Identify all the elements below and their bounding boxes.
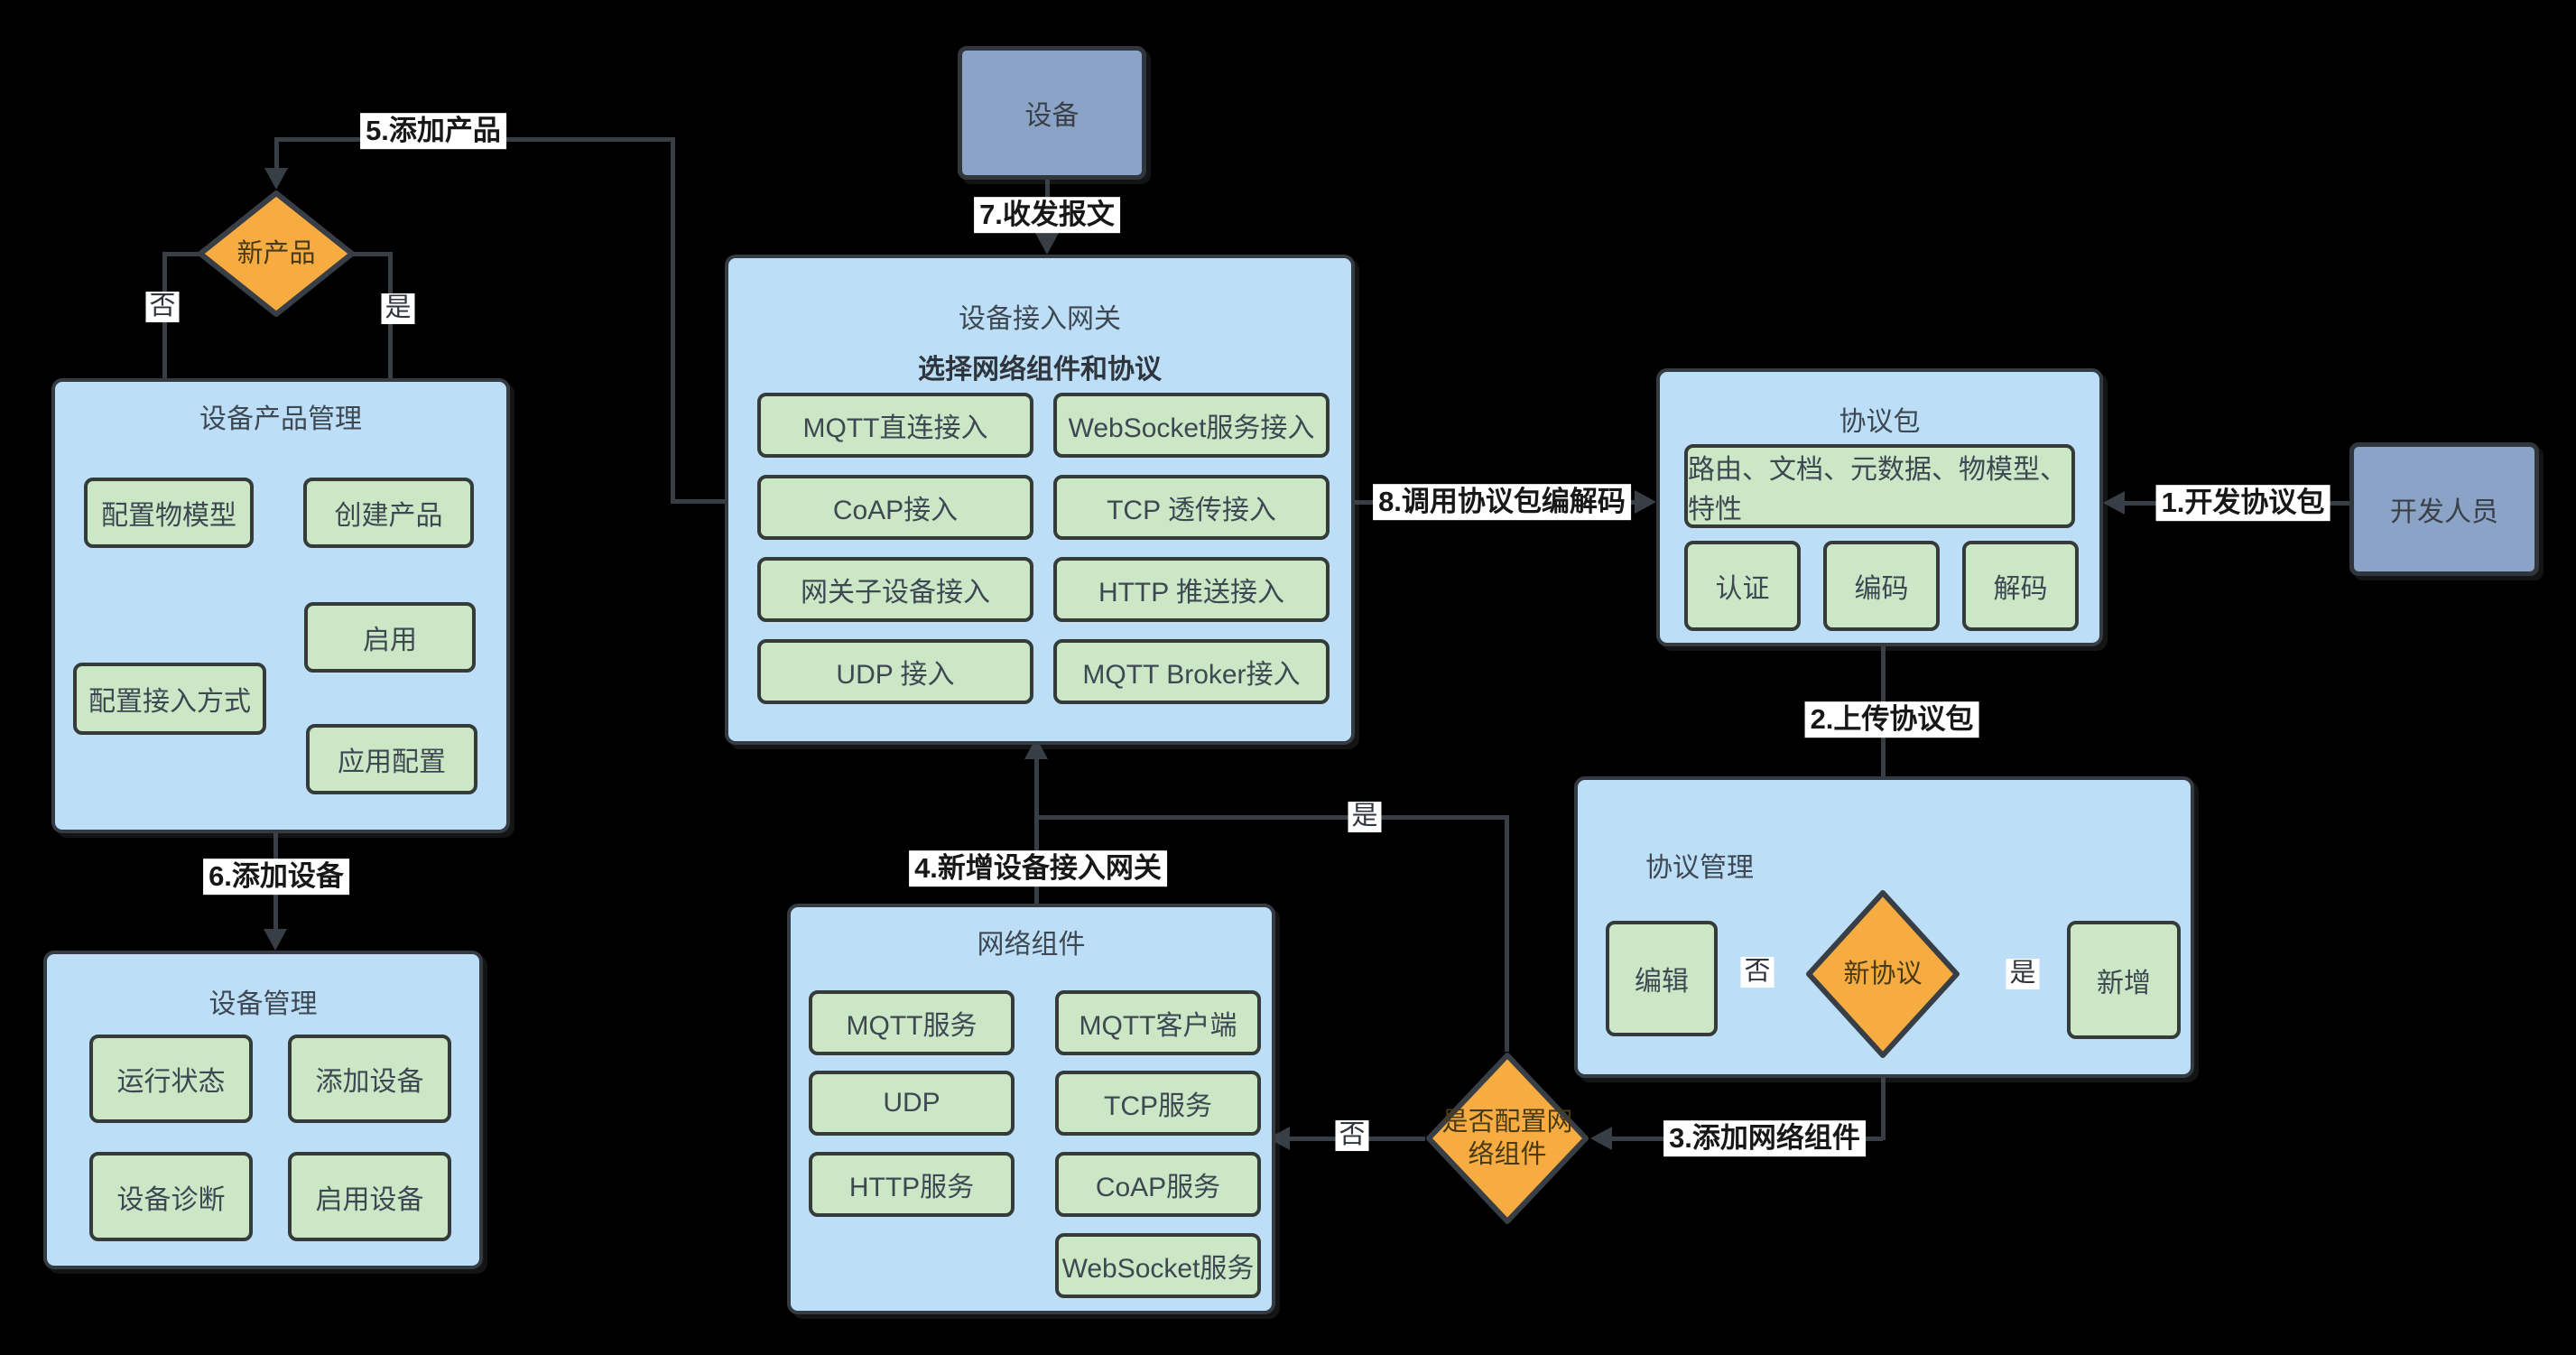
gateway-title: 设备接入网关 [959, 304, 1121, 334]
gateway-container: 设备接入网关 选择网络组件和协议 MQTT直连接入 WebSocket服务接入 … [725, 255, 1355, 745]
edge-np-yes-seg1 [353, 252, 393, 256]
gateway-button-udp[interactable]: UDP 接入 [757, 639, 1033, 704]
gateway-button-mqtt-broker[interactable]: MQTT Broker接入 [1053, 639, 1330, 704]
gateway-button-coap[interactable]: CoAP接入 [757, 475, 1033, 540]
gateway-button-subdevice[interactable]: 网关子设备接入 [757, 557, 1033, 622]
new-protocol-diamond[interactable]: 新协议 [1805, 889, 1960, 1059]
step-label-4: 4.新增设备接入网关 [909, 850, 1167, 886]
config-network-line2: 络组件 [1468, 1140, 1547, 1169]
device-node[interactable]: 设备 [958, 46, 1146, 180]
device-node-label: 设备 [1024, 101, 1080, 131]
protocol-package-wide-button[interactable]: 路由、文档、元数据、物模型、特性 [1684, 444, 2075, 528]
network-button-udp[interactable]: UDP [809, 1071, 1015, 1136]
edge-np-no-seg2 [162, 252, 167, 456]
gateway-button-tcp[interactable]: TCP 透传接入 [1053, 475, 1330, 540]
edge-add-product-seg1 [672, 499, 727, 504]
config-network-no-label: 否 [1335, 1120, 1369, 1151]
arrowhead-add-product [264, 168, 288, 190]
network-button-tcp-service[interactable]: TCP服务 [1055, 1071, 1261, 1136]
device-diagnosis-button[interactable]: 设备诊断 [89, 1152, 253, 1241]
edge-np-yes-seg2 [388, 252, 393, 456]
new-product-yes-label: 是 [381, 293, 415, 324]
new-product-diamond-label: 新产品 [236, 238, 316, 268]
protocol-package-container: 协议包 路由、文档、元数据、物模型、特性 认证 编码 解码 [1656, 368, 2103, 646]
product-mgmt-container: 设备产品管理 配置物模型 创建产品 启用 配置接入方式 应用配置 [51, 378, 510, 833]
edge-add-netcomp-v [1881, 1059, 1886, 1140]
add-device-button[interactable]: 添加设备 [288, 1035, 451, 1123]
device-mgmt-container: 设备管理 运行状态 添加设备 设备诊断 启用设备 [43, 951, 483, 1269]
product-mgmt-title: 设备产品管理 [199, 404, 362, 434]
edge-add-product-seg2 [671, 137, 675, 504]
config-access-button[interactable]: 配置接入方式 [73, 663, 266, 735]
arrowhead-developer-to-package [2103, 491, 2125, 515]
config-network-line1: 是否配置网 [1441, 1107, 1573, 1137]
step-label-2: 2.上传协议包 [1804, 701, 1979, 738]
edge-nc-yes-h [1034, 815, 1509, 820]
network-components-title: 网络组件 [977, 930, 1086, 960]
config-network-diamond[interactable]: 是否配置网 络组件 [1425, 1052, 1589, 1225]
protocol-package-encode-button[interactable]: 编码 [1823, 541, 1940, 631]
developer-node[interactable]: 开发人员 [2349, 442, 2539, 576]
edge-add-product-seg4 [274, 137, 279, 173]
step-label-5: 5.添加产品 [360, 113, 506, 149]
device-mgmt-title: 设备管理 [208, 989, 318, 1019]
edge-upload-package [1881, 639, 1886, 869]
gateway-button-http[interactable]: HTTP 推送接入 [1053, 557, 1330, 622]
gateway-subtitle: 选择网络组件和协议 [918, 355, 1162, 385]
new-product-diamond-shape [198, 190, 355, 317]
enable-device-button[interactable]: 启用设备 [288, 1152, 451, 1241]
edge-network-to-gateway [1034, 758, 1039, 904]
arrowhead-gateway-to-package [1635, 490, 1656, 514]
new-product-diamond[interactable]: 新产品 [197, 190, 356, 318]
arrowhead-add-netcomp [1590, 1127, 1612, 1150]
protocol-mgmt-edit-button[interactable]: 编辑 [1606, 921, 1718, 1036]
create-product-button[interactable]: 创建产品 [303, 478, 474, 548]
config-network-yes-label: 是 [1348, 802, 1382, 832]
network-button-http-service[interactable]: HTTP服务 [809, 1152, 1015, 1217]
config-model-button[interactable]: 配置物模型 [84, 478, 254, 548]
run-status-button[interactable]: 运行状态 [89, 1035, 253, 1123]
arrowhead-device-to-gateway [1035, 233, 1059, 255]
protocol-package-title: 协议包 [1839, 407, 1921, 437]
app-config-button[interactable]: 应用配置 [306, 724, 477, 794]
network-button-mqtt-client[interactable]: MQTT客户端 [1055, 990, 1261, 1055]
network-button-websocket-service[interactable]: WebSocket服务 [1055, 1233, 1261, 1298]
protocol-mgmt-no-label: 否 [1740, 957, 1774, 988]
arrowhead-add-device [264, 929, 287, 951]
gateway-button-mqtt-direct[interactable]: MQTT直连接入 [757, 393, 1033, 458]
developer-node-label: 开发人员 [2390, 497, 2498, 527]
step-label-8: 8.调用协议包编解码 [1373, 484, 1631, 520]
config-network-diamond-shape [1426, 1053, 1589, 1224]
gateway-button-websocket[interactable]: WebSocket服务接入 [1053, 393, 1330, 458]
new-protocol-diamond-label: 新协议 [1843, 959, 1923, 988]
step-label-1: 1.开发协议包 [2155, 485, 2330, 521]
protocol-mgmt-title: 协议管理 [1645, 853, 1754, 883]
protocol-package-decode-button[interactable]: 解码 [1962, 541, 2079, 631]
edge-np-no-seg1 [162, 252, 200, 256]
network-button-mqtt-service[interactable]: MQTT服务 [809, 990, 1015, 1055]
new-product-no-label: 否 [145, 292, 180, 322]
edge-nc-yes-v [1505, 815, 1509, 1052]
enable-button[interactable]: 启用 [304, 602, 476, 673]
network-button-coap-service[interactable]: CoAP服务 [1055, 1152, 1261, 1217]
config-network-diamond-label: 是否配置网 络组件 [1425, 1052, 1589, 1225]
protocol-mgmt-add-button[interactable]: 新增 [2067, 921, 2181, 1039]
network-components-container: 网络组件 MQTT服务 MQTT客户端 UDP TCP服务 HTTP服务 CoA… [787, 904, 1275, 1314]
protocol-package-auth-button[interactable]: 认证 [1684, 541, 1801, 631]
new-protocol-diamond-shape [1806, 890, 1960, 1058]
step-label-6: 6.添加设备 [203, 858, 349, 895]
step-label-3: 3.添加网络组件 [1663, 1120, 1866, 1156]
protocol-mgmt-yes-label: 是 [2006, 959, 2040, 989]
step-label-7: 7.收发报文 [974, 197, 1120, 233]
